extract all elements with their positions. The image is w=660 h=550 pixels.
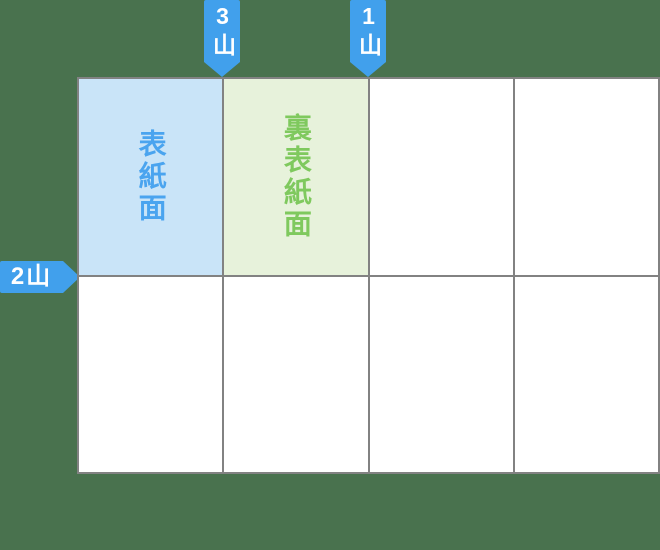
panel-back-cover-label: 裏表紙面 xyxy=(280,112,312,241)
panel-front-cover: 表紙面 xyxy=(79,79,223,275)
fold-marker-1-mountain: 1山 xyxy=(350,0,386,77)
fold-tag-label: 1山 xyxy=(355,2,382,60)
fold-tag-label: 2山 xyxy=(10,263,53,290)
panel-blank xyxy=(79,276,223,472)
panel-blank xyxy=(224,276,368,472)
fold-tag-label: 3山 xyxy=(209,2,236,60)
arrow-down-icon xyxy=(204,62,240,77)
panel-back-cover: 裏表紙面 xyxy=(224,79,368,275)
panel-blank xyxy=(369,276,513,472)
fold-tag-body: 3山 xyxy=(204,0,240,62)
fold-marker-2-mountain: 2山 xyxy=(0,261,80,293)
paper-sheet-grid: 表紙面 裏表紙面 xyxy=(77,77,660,474)
fold-tag-body: 2山 xyxy=(0,261,63,293)
fold-tag-body: 1山 xyxy=(350,0,386,62)
panel-blank xyxy=(514,276,658,472)
panel-front-cover-label: 表紙面 xyxy=(135,128,167,225)
arrow-right-icon xyxy=(63,261,80,293)
fold-marker-3-mountain: 3山 xyxy=(204,0,240,77)
panel-blank xyxy=(514,79,658,275)
arrow-down-icon xyxy=(350,62,386,77)
panel-blank xyxy=(369,79,513,275)
